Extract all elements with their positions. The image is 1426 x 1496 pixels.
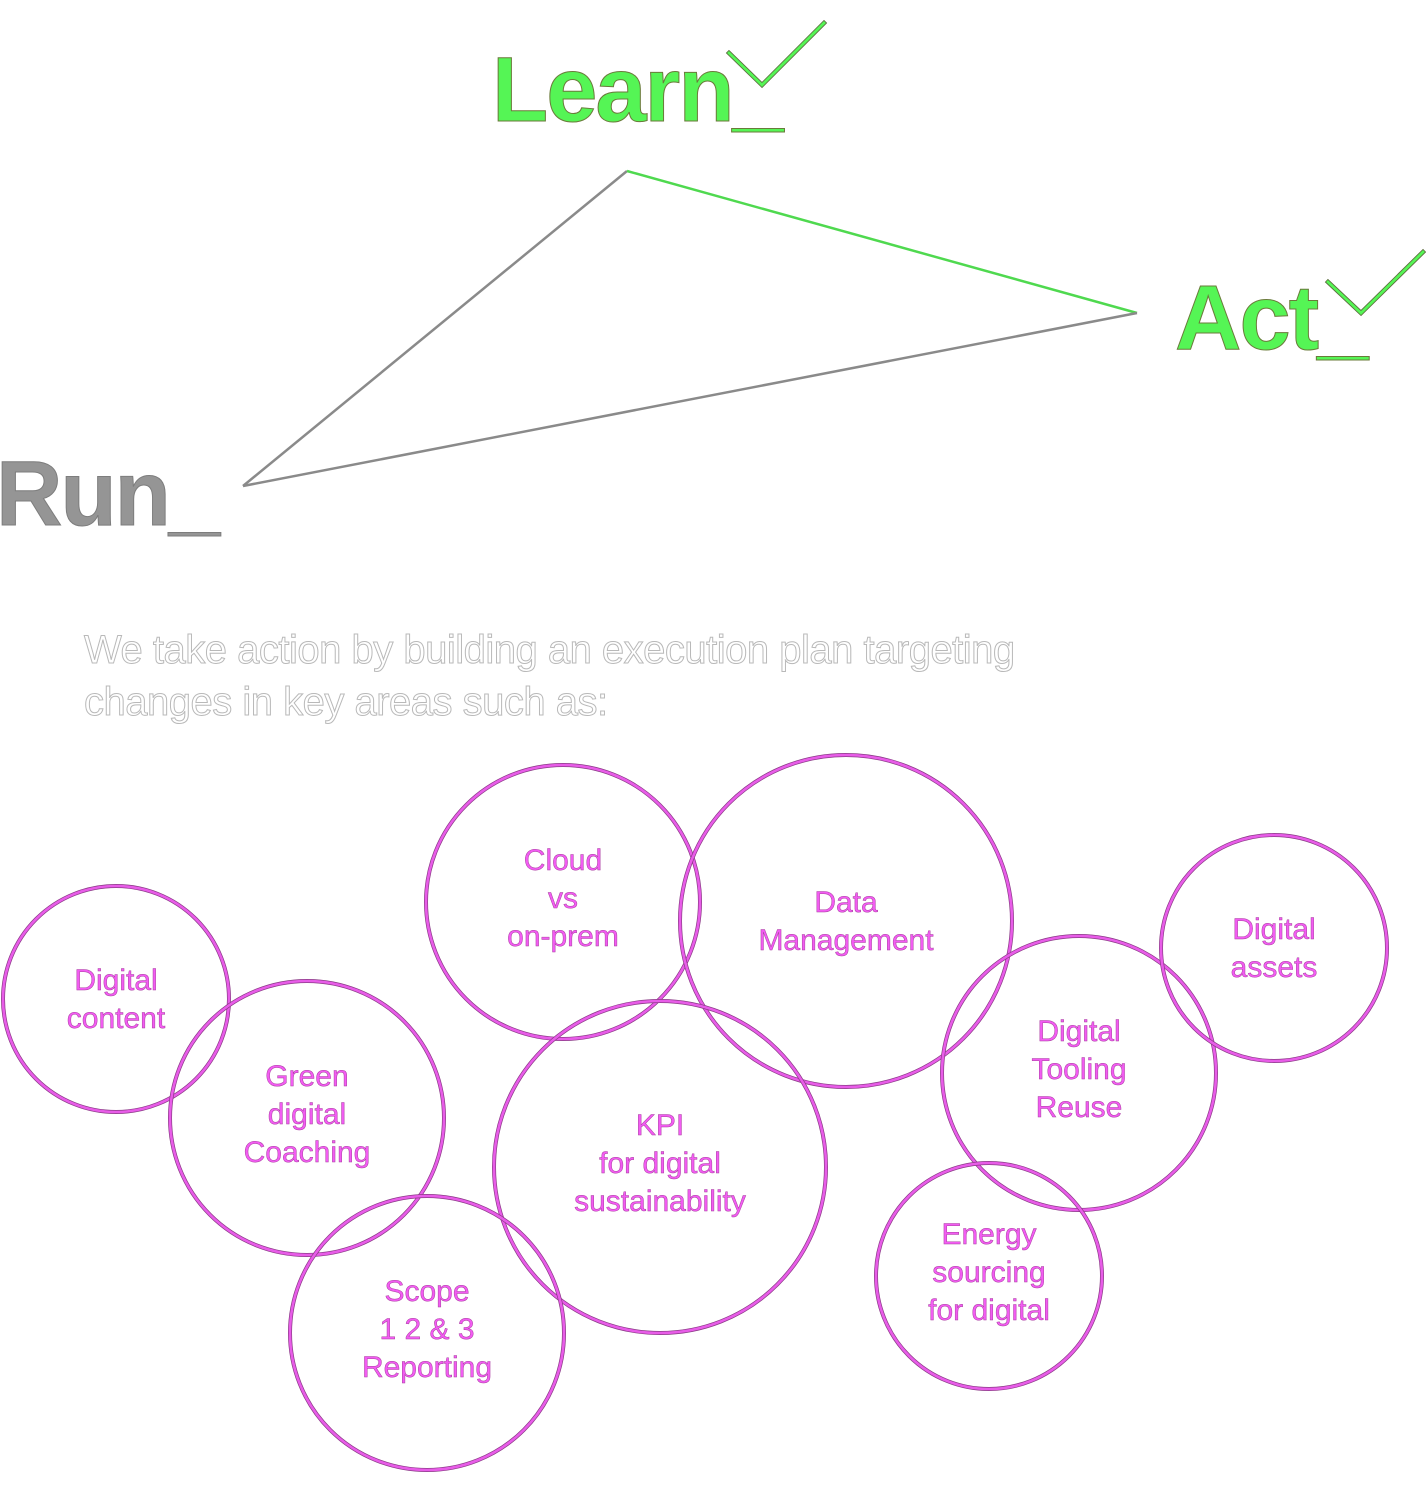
area-label-line: KPI <box>636 1109 684 1142</box>
area-circle <box>678 753 1014 1089</box>
edge-run-to-learn <box>242 170 628 487</box>
area-label-line: assets <box>1231 951 1318 984</box>
area-label-line: vs <box>548 882 578 915</box>
area-circle <box>1 884 231 1114</box>
area-circle <box>1159 833 1389 1063</box>
area-label-line: 1 2 & 3 <box>379 1313 474 1346</box>
intro-paragraph: We take action by building an execution … <box>84 624 1204 728</box>
area-bubble-digital-assets: Digital assets <box>1159 833 1389 1063</box>
area-bubble-energy-sourcing: Energy sourcing for digital <box>874 1161 1104 1391</box>
intro-line-2: changes in key areas such as: <box>84 680 609 725</box>
area-circle <box>288 1194 566 1472</box>
area-circle <box>874 1161 1104 1391</box>
area-bubble-digital-content: Digital content <box>1 884 231 1114</box>
area-label-line: sourcing <box>932 1256 1045 1289</box>
area-bubble-scope-reporting: Scope 1 2 & 3 Reporting <box>288 1194 566 1472</box>
area-circle-shadow <box>678 753 1014 1089</box>
area-label-line: Reuse <box>1036 1091 1123 1124</box>
area-label-line: Energy <box>941 1218 1036 1251</box>
area-label-line: digital <box>268 1098 346 1131</box>
area-label-line: Management <box>758 924 934 957</box>
area-bubble-cloud-vs-on-prem: Cloud vs on-prem <box>424 763 702 1041</box>
area-label-line: on-prem <box>507 920 619 953</box>
area-label-line: Scope <box>384 1275 469 1308</box>
area-label-line: Digital <box>1232 913 1315 946</box>
area-label-line: for digital <box>928 1294 1050 1327</box>
area-circle <box>424 763 702 1041</box>
area-bubble-kpi-digital-sustainability: KPI for digital sustainability <box>492 999 828 1335</box>
area-circle <box>168 979 446 1257</box>
act-checkmark-icon <box>1324 248 1426 317</box>
stage-label-run: Run_ <box>0 443 221 545</box>
stage-label-act: Act_ <box>1174 267 1368 369</box>
area-label-line: for digital <box>599 1147 721 1180</box>
area-label-line: content <box>67 1002 166 1035</box>
edge-learn-to-act <box>626 169 1138 315</box>
edge-run-to-act <box>242 311 1138 488</box>
stage-label-learn: Learn_ <box>492 39 785 141</box>
area-label-line: Digital <box>74 964 157 997</box>
intro-line-1: We take action by building an execution … <box>84 628 1016 673</box>
area-label-line: sustainability <box>574 1185 746 1218</box>
area-label-line: Coaching <box>244 1136 371 1169</box>
area-label-line: Digital <box>1037 1015 1120 1048</box>
area-circle <box>492 999 828 1335</box>
area-label-line: Reporting <box>362 1351 492 1384</box>
area-label-line: Cloud <box>524 844 602 877</box>
learn-checkmark-icon <box>725 19 828 89</box>
area-label-line: Tooling <box>1031 1053 1126 1086</box>
cycle-triangle <box>242 19 1426 488</box>
area-label-line: Green <box>265 1060 348 1093</box>
area-label-line: Data <box>814 886 878 919</box>
